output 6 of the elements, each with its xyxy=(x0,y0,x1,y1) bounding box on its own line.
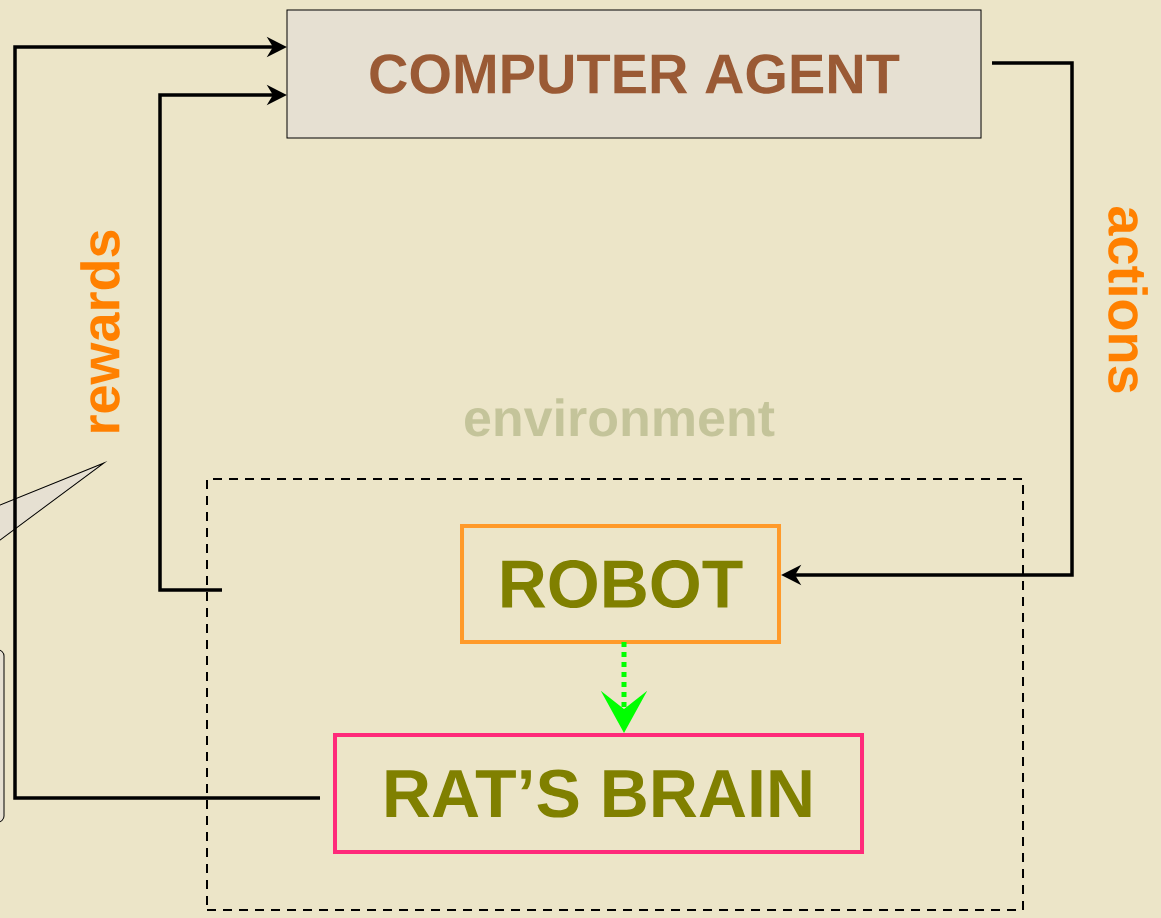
edge-label: rewards xyxy=(80,230,120,432)
edge-label: actions xyxy=(1108,207,1148,393)
label-box: ROBOT xyxy=(460,524,781,644)
label-box: RAT’S BRAIN xyxy=(333,733,864,854)
agent-box: COMPUTER AGENT xyxy=(286,9,982,139)
arrow xyxy=(13,36,320,800)
